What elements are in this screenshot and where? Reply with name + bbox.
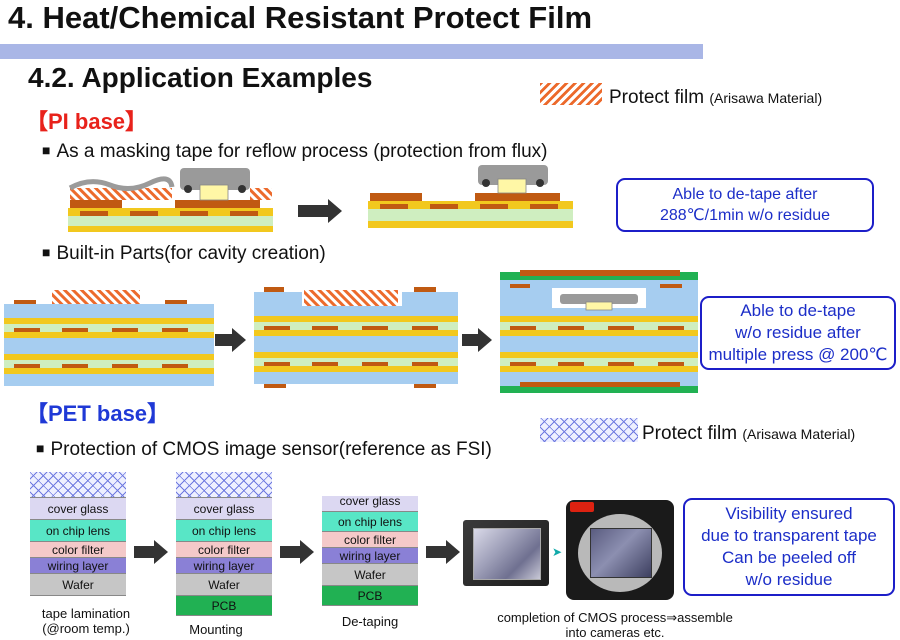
built-in-board-step1: [4, 290, 214, 386]
pi-bullet-1: ■ As a masking tape for reflow process (p…: [42, 141, 548, 163]
stack-mounting: cover glass on chip lens color filter wi…: [176, 472, 272, 616]
protect-film-layer: [30, 472, 126, 498]
pet-bullet-text: Protection of CMOS image sensor(referenc…: [50, 439, 492, 460]
pcb-layer: PCB: [176, 596, 272, 616]
arrow-right-icon: [134, 540, 168, 564]
wafer-layer: Wafer: [176, 574, 272, 596]
reflow-board-after: [368, 165, 573, 228]
camera-badge: [570, 502, 594, 512]
pi-callout-built-in: Able to de-tape w/o residue after multip…: [700, 296, 896, 370]
pet-callout: Visibility ensured due to transparent ta…: [683, 498, 895, 596]
reflow-diagram: [68, 165, 573, 232]
caption-line: tape lamination: [41, 606, 131, 621]
arrow-right-icon: [462, 328, 492, 352]
pet-legend: Protect film (Arisawa Material): [642, 423, 855, 445]
caption-line: into cameras etc.: [565, 625, 665, 640]
callout-line: multiple press @ 200℃: [708, 345, 888, 364]
callout-line: w/o residue: [745, 570, 833, 589]
arrow-right-icon: [298, 199, 342, 223]
built-in-parts-diagram: [4, 270, 698, 393]
section-subtitle: 4.2. Application Examples: [28, 62, 373, 93]
caption-mounting: Mounting: [189, 622, 243, 637]
arrow-right-icon: [215, 328, 246, 352]
stack-de-taping: cover glass on chip lens color filter wi…: [322, 496, 418, 606]
built-in-board-step3: [500, 270, 698, 393]
callout-line: Can be peeled off: [722, 548, 856, 567]
protect-film-layer: [176, 472, 272, 498]
pi-legend: Protect film (Arisawa Material): [609, 87, 822, 109]
reflow-board-before: [68, 168, 273, 232]
built-in-board-step2: [254, 287, 458, 388]
on-chip-lens-layer: on chip lens: [30, 520, 126, 542]
color-filter-layer: color filter: [322, 532, 418, 548]
on-chip-lens-layer: on chip lens: [176, 520, 272, 542]
wiring-layer: wiring layer: [176, 558, 272, 574]
callout-line: Able to de-tape: [740, 301, 856, 320]
arrow-right-small-icon: ➤: [552, 545, 563, 559]
color-filter-layer: color filter: [30, 542, 126, 558]
wiring-layer: wiring layer: [30, 558, 126, 574]
caption-de-taping: De-taping: [341, 614, 399, 629]
pet-legend-sub: (Arisawa Material): [742, 426, 856, 442]
sensor-surface: [473, 528, 541, 580]
cover-glass-layer: cover glass: [176, 498, 272, 520]
pi-legend-sub: (Arisawa Material): [709, 90, 823, 106]
wiring-layer: wiring layer: [322, 548, 418, 564]
on-chip-lens-layer: on chip lens: [322, 512, 418, 532]
pet-base-label: 【PET base】: [26, 401, 170, 426]
pet-bullet: ■ Protection of CMOS image sensor(referen…: [36, 439, 492, 461]
caption-tape-lamination: tape lamination (@room temp.): [38, 606, 134, 636]
wafer-layer: Wafer: [322, 564, 418, 586]
stack-tape-lamination: cover glass on chip lens color filter wi…: [30, 472, 126, 596]
wafer-layer: Wafer: [30, 574, 126, 596]
caption-completion: completion of CMOS process⇒assemble into…: [480, 610, 750, 640]
pi-callout-reflow: Able to de-tape after 288℃/1min w/o resi…: [616, 178, 874, 232]
pi-bullet-2-text: Built-in Parts(for cavity creation): [56, 243, 326, 264]
black-square-icon: ■: [36, 440, 45, 456]
callout-line: due to transparent tape: [701, 526, 877, 545]
callout-line: w/o residue after: [735, 323, 861, 342]
black-square-icon: ■: [42, 244, 51, 260]
pi-base-label: 【PI base】: [26, 109, 148, 134]
cover-glass-layer-partial: cover glass: [322, 496, 418, 512]
caption-line: (@room temp.): [42, 621, 130, 636]
cover-glass-layer: cover glass: [30, 498, 126, 520]
camera-image: [566, 500, 674, 600]
caption-line: completion of CMOS process⇒assemble: [497, 610, 733, 625]
pi-bullet-2: ■ Built-in Parts(for cavity creation): [42, 243, 326, 265]
pet-legend-main: Protect film: [642, 423, 738, 444]
page-title: 4. Heat/Chemical Resistant Protect Film: [8, 0, 593, 35]
arrow-right-icon: [280, 540, 314, 564]
color-filter-layer: color filter: [176, 542, 272, 558]
callout-line: Visibility ensured: [725, 504, 853, 523]
pi-bullet-1-text: As a masking tape for reflow process (pr…: [56, 141, 548, 162]
callout-line: Able to de-tape after: [672, 186, 818, 203]
pi-legend-main: Protect film: [609, 87, 705, 108]
protect-film-swatch-blue: [540, 418, 638, 442]
pcb-layer: PCB: [322, 586, 418, 606]
title-underline-bar: [0, 44, 703, 59]
arrow-right-icon: [426, 540, 460, 564]
protect-film-swatch-orange: [540, 83, 602, 105]
camera-sensor: [590, 528, 652, 578]
cmos-sensor-image: [463, 520, 549, 586]
callout-line: 288℃/1min w/o residue: [659, 207, 831, 224]
black-square-icon: ■: [42, 142, 51, 158]
